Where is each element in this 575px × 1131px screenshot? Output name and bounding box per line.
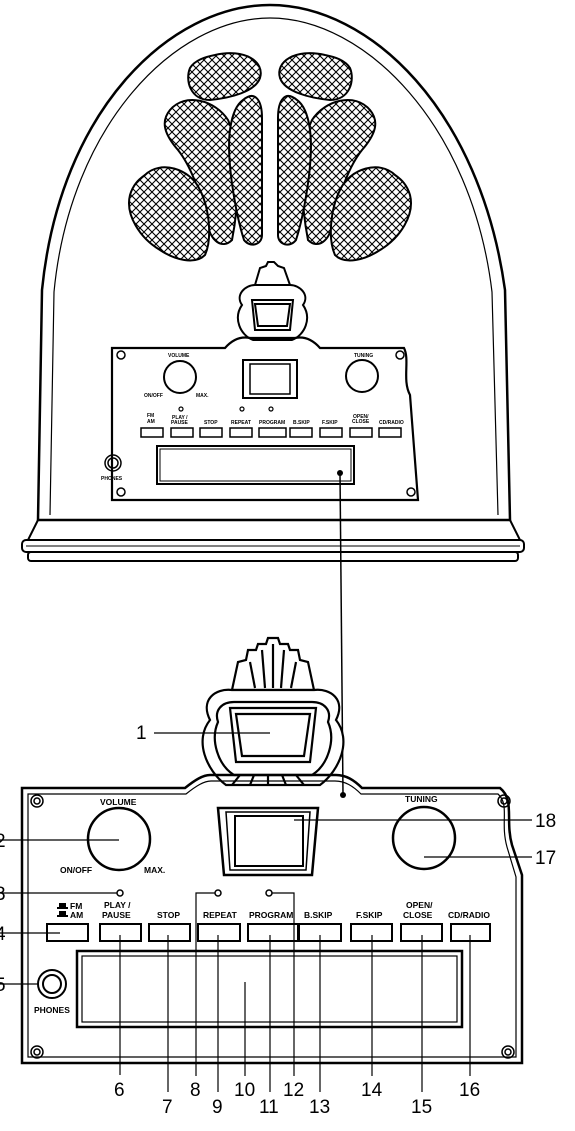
control-panel bbox=[20, 773, 524, 1065]
callout-7: 7 bbox=[162, 1097, 173, 1118]
max-label: MAX. bbox=[144, 865, 165, 875]
callout-5: 5 bbox=[0, 975, 6, 996]
callout-12: 12 bbox=[283, 1080, 304, 1101]
fskip-button-small[interactable] bbox=[319, 427, 343, 438]
dial-ornament-small bbox=[237, 261, 308, 341]
volume-label: VOLUME bbox=[100, 797, 137, 807]
pause-label-small: PAUSE bbox=[171, 420, 189, 426]
callout-leaders bbox=[0, 732, 532, 1092]
stop-button[interactable] bbox=[148, 923, 191, 942]
onoff-label: ON/OFF bbox=[60, 865, 92, 875]
speaker-grille bbox=[128, 52, 412, 262]
callout-4: 4 bbox=[0, 924, 6, 945]
stop-button-small[interactable] bbox=[199, 427, 223, 438]
power-led bbox=[116, 889, 124, 897]
repeat-button-small[interactable] bbox=[229, 427, 253, 438]
control-panel-small: VOLUME ON/OFF MAX. TUNING FM AM PLAY / P… bbox=[101, 336, 420, 502]
repeat-button[interactable] bbox=[197, 923, 241, 942]
callout-13: 13 bbox=[309, 1097, 330, 1118]
fm-label: FM bbox=[70, 901, 82, 911]
cabinet-base bbox=[21, 519, 525, 562]
callout-3: 3 bbox=[0, 884, 6, 905]
band-symbol-icon bbox=[57, 903, 68, 917]
bskip-button-small[interactable] bbox=[289, 427, 313, 438]
callout-6: 6 bbox=[114, 1080, 125, 1101]
dial-ornament bbox=[201, 636, 345, 787]
stop-label-small: STOP bbox=[204, 420, 218, 426]
callout-16: 16 bbox=[459, 1080, 480, 1101]
open-label-small: OPEN/ bbox=[353, 414, 369, 420]
volume-knob-small[interactable] bbox=[163, 360, 197, 394]
max-label-small: MAX. bbox=[196, 393, 209, 399]
callout-1: 1 bbox=[136, 723, 147, 744]
cdradio-label: CD/RADIO bbox=[448, 910, 490, 920]
callout-8: 8 bbox=[190, 1080, 201, 1101]
cdradio-button-small[interactable] bbox=[378, 427, 402, 438]
fm-label-small: FM bbox=[147, 413, 154, 419]
callout-17: 17 bbox=[535, 848, 556, 869]
phones-label: PHONES bbox=[34, 1005, 70, 1015]
tuning-label: TUNING bbox=[405, 794, 438, 804]
callout-9: 9 bbox=[212, 1097, 223, 1118]
band-button-small[interactable] bbox=[140, 427, 164, 438]
callout-10: 10 bbox=[234, 1080, 255, 1101]
lcd-display bbox=[216, 806, 320, 877]
program-label-small: PROGRAM bbox=[259, 420, 285, 426]
play-label: PLAY / bbox=[104, 900, 131, 910]
volume-knob[interactable] bbox=[86, 806, 152, 872]
repeat-label-small: REPEAT bbox=[231, 420, 251, 426]
callout-18: 18 bbox=[535, 811, 556, 832]
close-label: CLOSE bbox=[403, 910, 433, 920]
bskip-label: B.SKIP bbox=[304, 910, 333, 920]
program-button-small[interactable] bbox=[258, 427, 287, 438]
onoff-label-small: ON/OFF bbox=[144, 393, 163, 399]
callout-2: 2 bbox=[0, 831, 6, 852]
program-label: PROGRAM bbox=[249, 910, 293, 920]
open-button-small[interactable] bbox=[349, 427, 373, 438]
repeat-led bbox=[214, 889, 222, 897]
callout-numbers: 1 2 3 4 5 6 7 8 9 10 11 12 13 14 15 16 1… bbox=[0, 723, 556, 1118]
tuning-knob-small[interactable] bbox=[345, 359, 379, 393]
tuning-knob[interactable] bbox=[391, 805, 457, 871]
cd-tray-small bbox=[156, 445, 355, 485]
phones-jack-small[interactable] bbox=[104, 454, 122, 472]
callout-11: 11 bbox=[259, 1097, 279, 1118]
fskip-label: F.SKIP bbox=[356, 910, 383, 920]
fskip-label-small: F.SKIP bbox=[322, 420, 338, 426]
play-button-small[interactable] bbox=[170, 427, 194, 438]
program-led bbox=[265, 889, 273, 897]
am-label: AM bbox=[70, 910, 83, 920]
play-label-small: PLAY / bbox=[172, 415, 188, 421]
program-button[interactable] bbox=[247, 923, 299, 942]
volume-label-small: VOLUME bbox=[168, 353, 190, 359]
close-label-small: CLOSE bbox=[352, 419, 370, 425]
open-label: OPEN/ bbox=[406, 900, 433, 910]
detail-view: VOLUME ON/OFF MAX. TUNING FM AM PLAY / P… bbox=[0, 636, 556, 1118]
tuning-label-small: TUNING bbox=[354, 353, 373, 359]
radio-illustration: VOLUME ON/OFF MAX. TUNING FM AM PLAY / P… bbox=[21, 3, 525, 798]
pause-label: PAUSE bbox=[102, 910, 131, 920]
callout-14: 14 bbox=[361, 1080, 383, 1101]
cabinet bbox=[36, 3, 512, 522]
stop-label: STOP bbox=[157, 910, 180, 920]
cdradio-label-small: CD/RADIO bbox=[379, 420, 404, 426]
phones-label-small: PHONES bbox=[101, 476, 123, 482]
am-label-small: AM bbox=[147, 419, 155, 425]
bskip-label-small: B.SKIP bbox=[293, 420, 310, 426]
repeat-label: REPEAT bbox=[203, 910, 238, 920]
callout-15: 15 bbox=[411, 1097, 432, 1118]
